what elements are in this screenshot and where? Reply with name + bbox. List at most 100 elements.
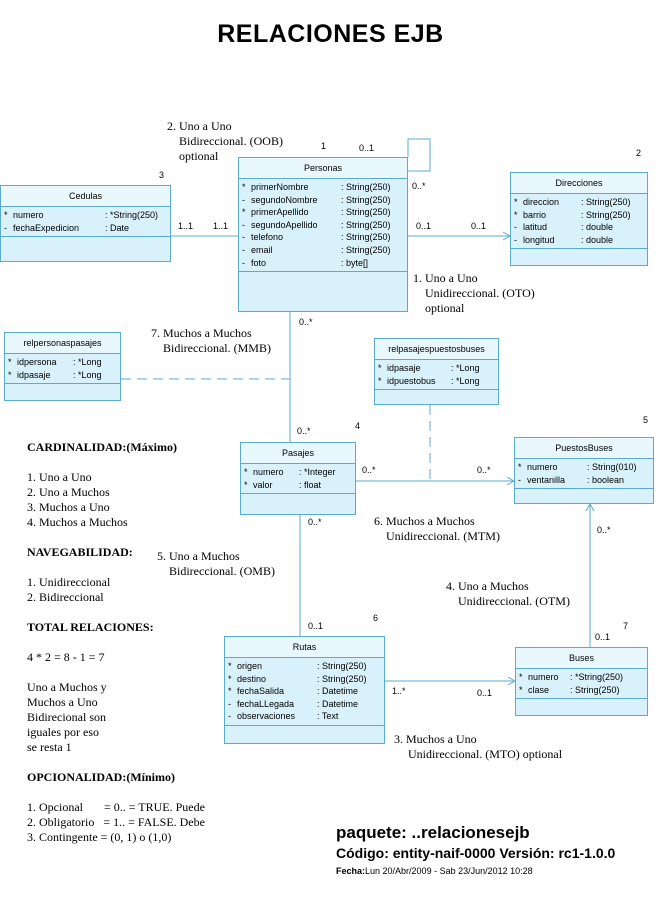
class-attribute: *direccion: String(250) bbox=[514, 196, 644, 209]
class-personas-name: Personas bbox=[239, 158, 407, 179]
attribute-visibility: * bbox=[244, 479, 248, 490]
class-attribute: -latitud: double bbox=[514, 221, 644, 234]
total-relations-text-line: Uno a Muchos y bbox=[27, 680, 107, 694]
relation-label-omb: 5. Uno a Muchos Bidireccional. (OMB) bbox=[157, 549, 275, 579]
attribute-visibility: * bbox=[242, 207, 246, 218]
class-puestosbuses-attributes: *numero: String(010) -ventanilla: boolea… bbox=[515, 459, 653, 490]
attribute-name: latitud bbox=[523, 222, 548, 233]
multiplicity-label: 1..1 bbox=[213, 221, 229, 231]
relation-label-mmb: 7. Muchos a Muchos Bidireccional. (MMB) bbox=[151, 326, 271, 356]
attribute-visibility: - bbox=[228, 711, 231, 722]
class-personas[interactable]: Personas *primerNombre: String(250) -seg… bbox=[238, 157, 408, 312]
attribute-name: numero bbox=[527, 462, 558, 472]
class-relpersonaspasajes[interactable]: relpersonaspasajes *idpersona: *Long *id… bbox=[4, 332, 121, 401]
attribute-name: idpersona bbox=[17, 357, 57, 367]
attribute-type: : String(250) bbox=[341, 207, 391, 218]
class-attribute: -fechaExpedicion: Date bbox=[4, 222, 167, 235]
class-cedulas-attributes: *numero: *String(250) -fechaExpedicion: … bbox=[1, 207, 170, 238]
attribute-type: : *Long bbox=[73, 357, 102, 367]
multiplicity-label: 0..* bbox=[477, 465, 491, 475]
total-relations-text-line: Bidirecional son bbox=[27, 710, 106, 724]
attribute-type: : String(250) bbox=[341, 232, 391, 243]
attribute-name: direccion bbox=[523, 197, 560, 207]
attribute-visibility: * bbox=[378, 363, 382, 373]
attribute-visibility: * bbox=[378, 375, 382, 386]
date-label: Fecha: bbox=[336, 866, 366, 876]
class-rutas[interactable]: Rutas *origen: String(250) *destino: Str… bbox=[224, 636, 385, 744]
class-buses[interactable]: Buses *numero: *String(250) *clase: Stri… bbox=[515, 647, 648, 716]
attribute-visibility: - bbox=[242, 219, 245, 230]
self-association-line bbox=[407, 138, 431, 172]
class-rutas-attributes: *origen: String(250) *destino: String(25… bbox=[225, 658, 384, 726]
attribute-type: : *Integer bbox=[299, 467, 336, 477]
cardinality-notes: CARDINALIDAD:(Máximo) 1. Uno a Uno 2. Un… bbox=[27, 440, 177, 530]
class-direcciones-attributes: *direccion: String(250) *barrio: String(… bbox=[511, 194, 647, 250]
attribute-visibility: * bbox=[228, 661, 232, 671]
class-cedulas[interactable]: Cedulas *numero: *String(250) -fechaExpe… bbox=[0, 185, 171, 262]
class-attribute: -fechaLLegada: Datetime bbox=[228, 698, 381, 711]
attribute-name: primerNombre bbox=[251, 182, 309, 192]
attribute-visibility: * bbox=[519, 684, 523, 695]
relation-label-line: Unidireccional. (OTO) bbox=[425, 286, 535, 300]
attribute-visibility: * bbox=[244, 467, 248, 477]
relation-label-line: 1. Uno a Uno bbox=[413, 271, 478, 285]
relation-label-line: 3. Muchos a Uno bbox=[394, 732, 477, 746]
class-attribute: *origen: String(250) bbox=[228, 660, 381, 673]
attribute-type: : String(250) bbox=[341, 244, 391, 255]
attribute-type: : *Long bbox=[451, 363, 480, 373]
attribute-name: longitud bbox=[523, 234, 555, 245]
attribute-visibility: * bbox=[8, 369, 12, 380]
total-relations-text-line: se resta 1 bbox=[27, 740, 72, 754]
attribute-visibility: - bbox=[514, 222, 517, 233]
optionality-item: 2. Obligatorio = 1.. = FALSE. Debe bbox=[27, 815, 205, 829]
attribute-type: : Text bbox=[317, 711, 339, 722]
class-number-puestosbuses: 5 bbox=[643, 415, 649, 425]
class-relpasajespuestosbuses-attributes: *idpasaje: *Long *idpuestobus: *Long bbox=[375, 360, 498, 391]
total-relations-heading: TOTAL RELACIONES: bbox=[27, 620, 154, 634]
class-direcciones[interactable]: Direcciones *direccion: String(250) *bar… bbox=[510, 172, 648, 266]
attribute-name: idpasaje bbox=[387, 363, 421, 373]
attribute-visibility: * bbox=[242, 182, 246, 192]
class-number-buses: 7 bbox=[623, 621, 629, 631]
relation-label-line: Bidireccional. (OMB) bbox=[169, 564, 275, 578]
attribute-name: foto bbox=[251, 257, 267, 268]
attribute-visibility: - bbox=[228, 698, 231, 709]
class-attribute: *fechaSalida: Datetime bbox=[228, 685, 381, 698]
relation-label-line: optional bbox=[425, 301, 465, 315]
class-attribute: -segundoApellido: String(250) bbox=[242, 219, 404, 232]
navigability-item: 1. Unidireccional bbox=[27, 575, 111, 589]
class-attribute: *primerNombre: String(250) bbox=[242, 181, 404, 194]
class-attribute: *clase: String(250) bbox=[519, 684, 644, 697]
attribute-name: fechaSalida bbox=[237, 686, 285, 697]
multiplicity-label: 0..1 bbox=[595, 632, 611, 642]
class-pasajes[interactable]: Pasajes *numero: *Integer *valor: float bbox=[240, 442, 356, 515]
attribute-name: segundoNombre bbox=[251, 194, 318, 205]
class-relpasajespuestosbuses[interactable]: relpasajespuestosbuses *idpasaje: *Long … bbox=[374, 338, 499, 405]
attribute-type: : String(010) bbox=[587, 462, 637, 472]
class-attribute: -foto: byte[] bbox=[242, 257, 404, 270]
class-relpasajespuestosbuses-name: relpasajespuestosbuses bbox=[375, 339, 498, 360]
relation-label-oob: 2. Uno a Uno Bidireccional. (OOB) option… bbox=[167, 119, 283, 164]
optionality-item: 1. Opcional = 0.. = TRUE. Puede bbox=[27, 800, 205, 814]
relation-label-mto: 3. Muchos a Uno Unidireccional. (MTO) op… bbox=[394, 732, 562, 762]
attribute-type: : *String(250) bbox=[570, 672, 624, 682]
class-pasajes-attributes: *numero: *Integer *valor: float bbox=[241, 464, 355, 495]
attribute-type: : byte[] bbox=[341, 257, 369, 268]
relation-label-otm: 4. Uno a Muchos Unidireccional. (OTM) bbox=[446, 579, 570, 609]
class-puestosbuses[interactable]: PuestosBuses *numero: String(010) -venta… bbox=[514, 437, 654, 504]
class-number-cedulas: 3 bbox=[159, 170, 165, 180]
attribute-visibility: - bbox=[242, 232, 245, 243]
relation-label-line: Unidireccional. (MTO) optional bbox=[408, 747, 563, 761]
attribute-name: email bbox=[251, 244, 273, 255]
attribute-name: numero bbox=[528, 672, 559, 682]
multiplicity-label: 0..1 bbox=[416, 221, 432, 231]
optionality-item: 3. Contingente = (0, 1) o (1,0) bbox=[27, 830, 172, 844]
attribute-type: : String(250) bbox=[341, 219, 391, 230]
multiplicity-label: 0..* bbox=[308, 517, 322, 527]
class-pasajes-name: Pasajes bbox=[241, 443, 355, 464]
attribute-visibility: * bbox=[228, 673, 232, 684]
multiplicity-label: 0..1 bbox=[471, 221, 487, 231]
class-cedulas-name: Cedulas bbox=[1, 186, 170, 207]
attribute-type: : float bbox=[299, 479, 322, 490]
